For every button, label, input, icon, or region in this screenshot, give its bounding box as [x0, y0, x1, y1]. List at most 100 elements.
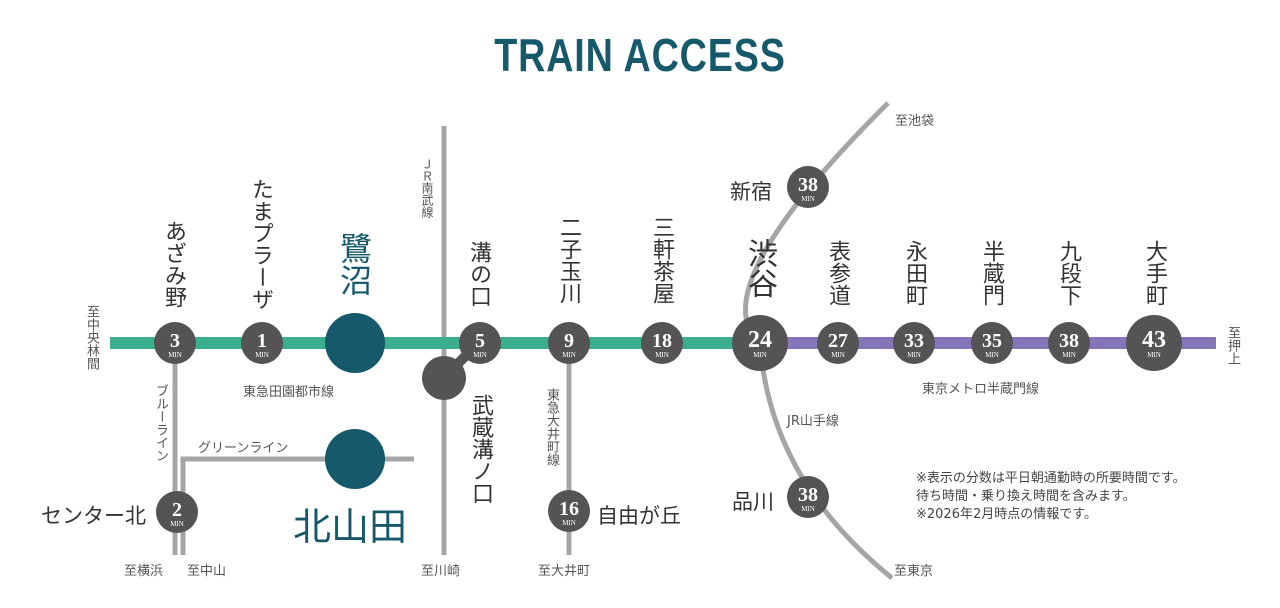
station-label-musashi-mizonokuchi: 武蔵溝ノ口 — [468, 394, 493, 504]
station-label-mizonokuchi: 溝の口 — [466, 241, 491, 307]
badge-minutes: 2 — [172, 499, 182, 521]
badge-minutes: 16 — [559, 498, 579, 520]
station-label-nagatacho: 永田町 — [902, 240, 927, 306]
line-label-hanzomon: 東京メトロ半蔵門線 — [922, 382, 1040, 397]
badge-minutes: 38 — [798, 484, 818, 506]
direction-kawasaki: 至川崎 — [421, 564, 461, 579]
direction-oshiage: 至押上 — [1225, 326, 1240, 365]
station-label-otemachi: 大手町 — [1142, 240, 1167, 306]
musashi-mizonokuchi-dot — [422, 356, 466, 400]
badge-circle — [787, 166, 829, 208]
line-label-blue: ブルーライン — [153, 384, 168, 462]
badge-circle — [156, 491, 198, 533]
badge-minutes: 5 — [475, 330, 485, 352]
badge-unit: MIN — [562, 351, 576, 359]
direction-chuo-rinkan: 至中央林間 — [84, 305, 99, 370]
badge-unit: MIN — [801, 195, 815, 203]
direction-ikebukuro: 至池袋 — [895, 114, 935, 129]
badge-unit: MIN — [1147, 351, 1161, 359]
direction-yokohama: 至横浜 — [124, 564, 164, 579]
station-label-tama-plaza: たまプラーザ — [248, 178, 273, 310]
line-label-oimachi: 東急大井町線 — [544, 388, 559, 466]
badge-minutes: 38 — [1059, 330, 1079, 352]
badge-minutes: 33 — [904, 330, 924, 352]
badge-minutes: 1 — [257, 330, 267, 352]
station-label-shinagawa: 品川 — [732, 490, 774, 514]
note-line: ※表示の分数は平日朝通勤時の所要時間です。 — [916, 471, 1186, 486]
badge-unit: MIN — [562, 519, 576, 527]
badge-minutes: 3 — [170, 330, 180, 352]
badge-circle — [641, 322, 683, 364]
badge-circle — [548, 322, 590, 364]
station-label-kitayamata: 北山田 — [293, 505, 408, 549]
badge-minutes: 24 — [748, 327, 772, 353]
badge-minutes: 35 — [982, 330, 1002, 352]
station-label-jiyugaoka: 自由が丘 — [597, 504, 681, 528]
line-label-den-en-toshi: 東急田園都市線 — [243, 385, 335, 400]
badge-unit: MIN — [168, 351, 182, 359]
badge-minutes: 9 — [564, 330, 574, 352]
badge-unit: MIN — [255, 351, 269, 359]
notes: ※表示の分数は平日朝通勤時の所要時間です。 待ち時間・乗り換え時間を含みます。 … — [916, 470, 1186, 524]
direction-nakayama: 至中山 — [187, 564, 227, 579]
badge-unit: MIN — [753, 351, 767, 359]
station-label-kudanshita: 九段下 — [1056, 240, 1081, 306]
station-label-shibuya: 渋谷 — [742, 238, 777, 298]
badge-circle — [817, 322, 859, 364]
badge-minutes: 43 — [1142, 327, 1166, 353]
badge-unit: MIN — [170, 520, 184, 528]
badge-circle — [787, 476, 829, 518]
station-label-azamino: あざみ野 — [161, 220, 186, 308]
badge-circle — [732, 315, 788, 371]
line-label-green: グリーンライン — [198, 441, 289, 456]
station-label-sangenjaya: 三軒茶屋 — [649, 216, 674, 304]
badge-circle — [154, 322, 196, 364]
badge-unit: MIN — [1062, 351, 1076, 359]
badge-minutes: 38 — [798, 174, 818, 196]
badge-unit: MIN — [655, 351, 669, 359]
station-label-center-kita: センター北 — [41, 504, 146, 528]
badge-circle — [893, 322, 935, 364]
station-label-saginuma: 鷺沼 — [335, 232, 373, 296]
badge-unit: MIN — [831, 351, 845, 359]
direction-oimachi: 至大井町 — [538, 564, 591, 579]
kitayamata-dot — [325, 429, 385, 489]
badge-unit: MIN — [985, 351, 999, 359]
badge-minutes: 18 — [652, 330, 672, 352]
page-title: TRAIN ACCESS — [494, 29, 786, 81]
note-line: 待ち時間・乗り換え時間を含みます。 — [916, 489, 1136, 504]
station-label-futako-tamagawa: 二子玉川 — [556, 216, 581, 304]
badge-circle — [548, 490, 590, 532]
badge-circle — [241, 322, 283, 364]
saginuma-dot — [325, 313, 385, 373]
station-label-shinjuku: 新宿 — [730, 180, 772, 204]
line-label-yamanote: JR山手線 — [787, 414, 839, 429]
line-label-nambu: ＪＲ南武線 — [420, 158, 434, 218]
direction-tokyo: 至東京 — [894, 564, 934, 579]
note-line: ※2026年2月時点の情報です。 — [916, 507, 1097, 522]
badge-unit: MIN — [473, 351, 487, 359]
station-label-hanzomon: 半蔵門 — [979, 240, 1004, 306]
badge-minutes: 27 — [828, 330, 848, 352]
station-label-omotesando: 表参道 — [825, 240, 850, 306]
badge-circle — [459, 322, 501, 364]
badge-circle — [1048, 322, 1090, 364]
badge-circle — [1126, 315, 1182, 371]
badge-circle — [971, 322, 1013, 364]
